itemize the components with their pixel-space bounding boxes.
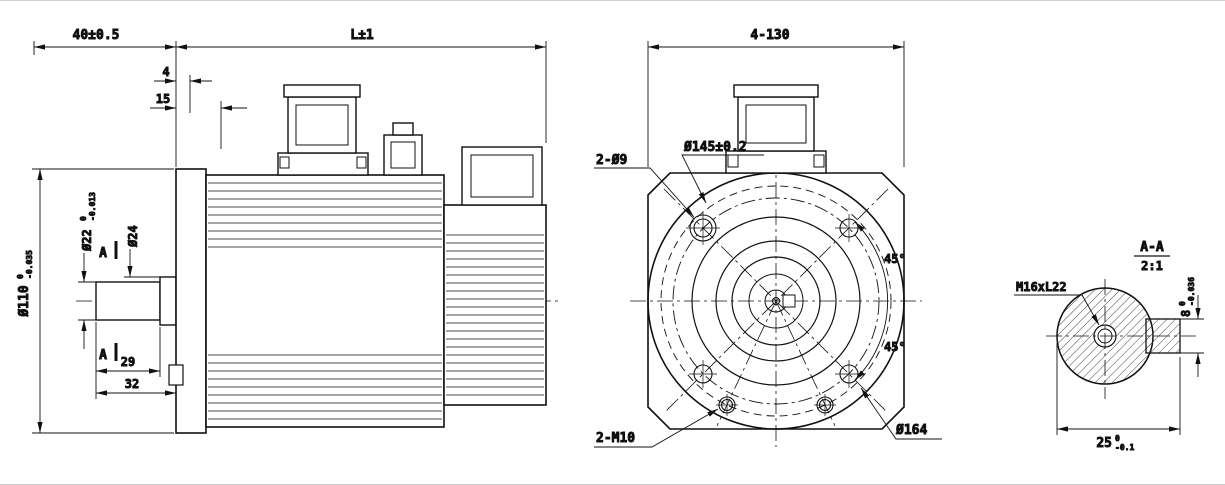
main-connector-body <box>287 96 357 154</box>
section-mark-a-bottom-label: A <box>99 348 107 363</box>
keyway-mark <box>782 294 796 308</box>
shaft-flat-label: 25 <box>1096 436 1112 451</box>
key-height-label: 8 0 -0.036 <box>1178 276 1197 317</box>
side-view-dimensions: 40±0.5 L±1 4 15 Ø110 0 -0.035 Ø22 0 - <box>16 28 547 434</box>
rear-connector-inner <box>470 154 534 198</box>
svg-text:-0.036: -0.036 <box>1187 277 1196 306</box>
bolt-circle-145 <box>672 197 880 405</box>
section-view <box>1046 279 1196 399</box>
aux-connector-knob <box>392 122 414 136</box>
svg-text:0: 0 <box>1178 301 1187 306</box>
outer-dia-164-label: Ø164 <box>895 423 927 438</box>
angle-45-upper-label: 45° <box>884 252 906 266</box>
main-connector-inner <box>295 104 349 146</box>
dia-24-label: Ø24 <box>126 225 141 249</box>
body-fins-bottom <box>208 354 442 420</box>
holes-2d9-leader <box>594 167 695 218</box>
dim-shaft-length-label: 40±0.5 <box>73 28 120 43</box>
shaft-collar <box>159 276 177 326</box>
dim-32-label: 32 <box>125 377 139 391</box>
main-connector-screw-left <box>279 156 290 169</box>
dia-22-label: Ø22 0 -0.013 <box>79 191 98 252</box>
thread-spec-leader <box>1014 294 1100 326</box>
holes-2d9-label: 2-Ø9 <box>596 153 627 168</box>
shaft-flat-tol-top: 0 <box>1115 434 1120 443</box>
bolt-circle-leader <box>681 154 764 204</box>
svg-text:-0.035: -0.035 <box>25 250 34 279</box>
center-dot <box>772 297 780 305</box>
section-scale-label: 2:1 <box>1141 259 1163 273</box>
tapped-hole-m10-left <box>716 394 738 416</box>
bolt-hole-bottom-left <box>689 360 717 388</box>
dim-flange-width-label: 4-130 <box>750 28 789 43</box>
shaft <box>95 281 161 321</box>
body-fins-top <box>208 182 442 248</box>
front-flange <box>175 168 207 434</box>
svg-text:0: 0 <box>79 216 88 221</box>
svg-text:Ø24: Ø24 <box>126 225 140 248</box>
bolt-hole-top-left <box>686 211 720 245</box>
main-connector-screw-right <box>356 156 367 169</box>
rear-housing <box>443 204 547 406</box>
diagonal-centerline-1 <box>663 188 889 414</box>
aux-connector-body <box>383 134 423 176</box>
svg-text:-0.013: -0.013 <box>88 192 97 221</box>
section-mark-a-top-label: A <box>99 246 107 261</box>
front-connector-cap <box>733 84 819 98</box>
thread-spec-label: M16xL22 <box>1016 280 1067 294</box>
tapped-2m10-label: 2-M10 <box>596 431 635 446</box>
svg-text:8: 8 <box>1179 310 1193 317</box>
svg-text:Ø22: Ø22 <box>80 229 94 252</box>
rear-fins <box>446 234 544 396</box>
section-view-annotations: A-A 2:1 M16xL22 8 0 -0.036 25 0 -0.1 <box>1014 240 1204 452</box>
angle-45-lower-label: 45° <box>884 340 906 354</box>
dim-step-label: 4 <box>162 65 169 79</box>
outer-dia-leader <box>860 387 942 440</box>
svg-text:0: 0 <box>16 274 25 279</box>
angle-arc <box>854 221 889 381</box>
tapped-hole-m10-right <box>814 394 836 416</box>
outer-164-circle <box>660 185 892 417</box>
dim-body-length-label: L±1 <box>350 28 374 43</box>
pilot-circle <box>715 240 837 362</box>
tapped-2m10-leader <box>594 408 719 448</box>
front-view-dimensions: 4-130 2-Ø9 Ø145±0.2 45° 45° 2-M10 Ø164 <box>594 28 942 448</box>
bolt-circle-dia-label: Ø145±0.2 <box>683 140 747 155</box>
front-connector-screw-right <box>813 154 825 168</box>
svg-text:Ø110: Ø110 <box>17 285 32 317</box>
rear-connector <box>461 146 543 206</box>
front-connector-inner <box>745 104 807 144</box>
motor-body <box>205 174 445 428</box>
shaft-flat-tol-bot: -0.1 <box>1115 443 1134 452</box>
front-view <box>630 84 922 447</box>
diagonal-centerline-2 <box>663 188 889 414</box>
dim-boss-label: 15 <box>156 92 170 106</box>
aux-connector-inner <box>390 141 416 169</box>
main-connector-cap <box>283 84 361 98</box>
dia-110-label: Ø110 0 -0.035 <box>16 249 35 318</box>
seal-circle <box>748 273 804 329</box>
flange-stop-detail <box>168 364 184 386</box>
main-connector-base <box>277 152 369 176</box>
side-view <box>76 84 562 434</box>
dim-29-label: 29 <box>121 355 135 369</box>
boss-circle <box>731 256 821 346</box>
section-title-label: A-A <box>1140 240 1164 255</box>
